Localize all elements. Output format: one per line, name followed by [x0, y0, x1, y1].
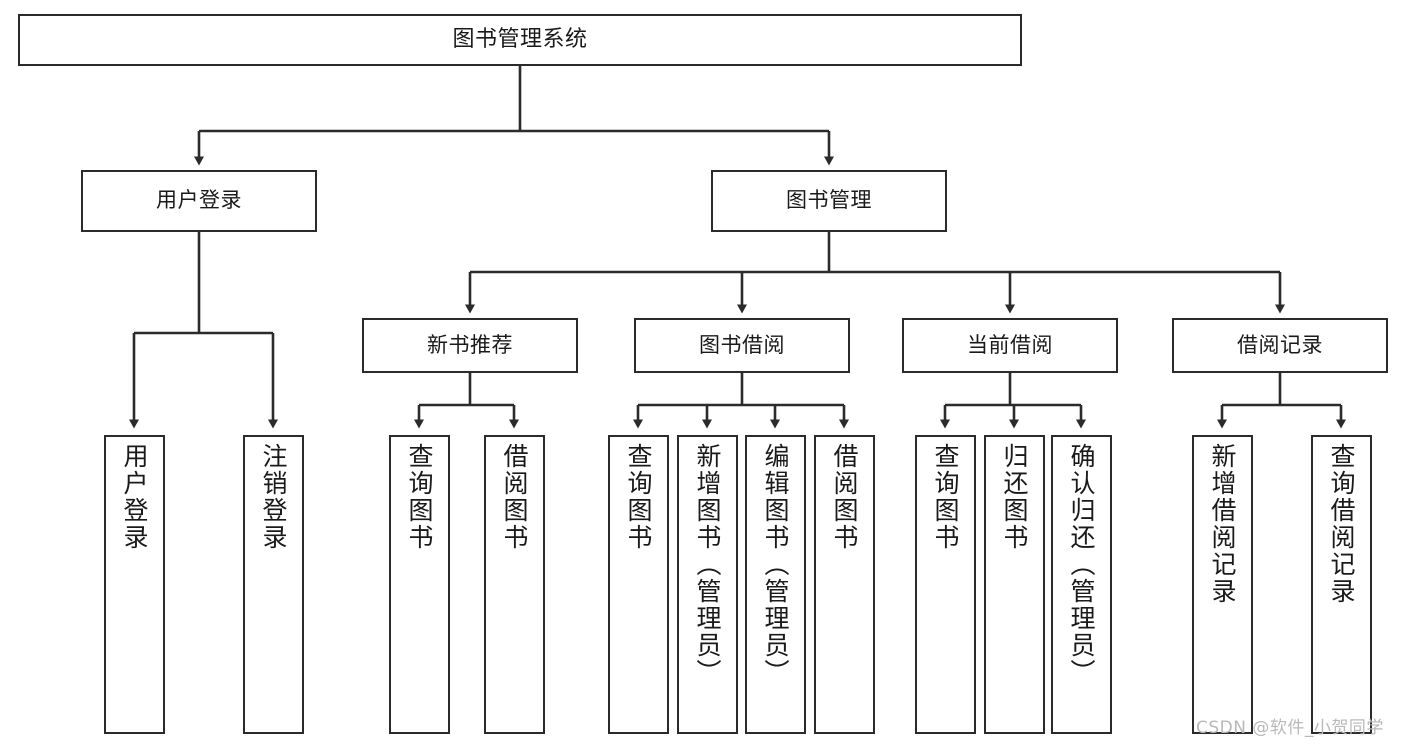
- leaf-node-查询图书-4[interactable]: 查询图书: [608, 435, 669, 734]
- node-label: 查询借阅记录: [1327, 443, 1356, 605]
- module-node-图书管理-1[interactable]: 图书管理: [711, 170, 947, 232]
- node-label: 借阅记录: [1237, 332, 1323, 357]
- watermark-text: CSDN @软件_小贺同学: [1196, 718, 1384, 738]
- leaf-node-归还图书-9[interactable]: 归还图书: [984, 435, 1045, 734]
- leaf-node-查询借阅记录-12[interactable]: 查询借阅记录: [1311, 435, 1372, 734]
- leaf-node-新增借阅记录-11[interactable]: 新增借阅记录: [1192, 435, 1253, 734]
- leaf-node-编辑图书管理员-6[interactable]: 编辑图书（管理员）: [745, 435, 806, 734]
- node-label: 查询图书: [624, 443, 653, 551]
- node-label: 图书管理: [786, 188, 872, 213]
- node-label: 归还图书: [1000, 443, 1029, 551]
- node-label: 用户登录: [156, 188, 242, 213]
- submodule-node-图书借阅-1[interactable]: 图书借阅: [634, 318, 850, 373]
- module-node-用户登录-0[interactable]: 用户登录: [81, 170, 317, 232]
- node-label: 新增借阅记录: [1208, 443, 1237, 605]
- node-label: 图书借阅: [699, 332, 785, 357]
- root-node-图书管理系统[interactable]: 图书管理系统: [18, 14, 1022, 66]
- submodule-node-当前借阅-2[interactable]: 当前借阅: [902, 318, 1118, 373]
- node-label: 用户登录: [120, 443, 149, 551]
- node-label: 查询图书: [405, 443, 434, 551]
- node-label: 确认归还（管理员）: [1067, 443, 1096, 686]
- leaf-node-注销登录-1[interactable]: 注销登录: [243, 435, 304, 734]
- node-label: 当前借阅: [967, 332, 1053, 357]
- submodule-node-新书推荐-0[interactable]: 新书推荐: [362, 318, 578, 373]
- node-label: 借阅图书: [830, 443, 859, 551]
- leaf-node-借阅图书-7[interactable]: 借阅图书: [814, 435, 875, 734]
- leaf-node-查询图书-8[interactable]: 查询图书: [915, 435, 976, 734]
- leaf-node-查询图书-2[interactable]: 查询图书: [389, 435, 450, 734]
- leaf-node-借阅图书-3[interactable]: 借阅图书: [484, 435, 545, 734]
- node-label: 新书推荐: [427, 332, 513, 357]
- node-label: 编辑图书（管理员）: [761, 443, 790, 686]
- node-label: 查询图书: [931, 443, 960, 551]
- submodule-node-借阅记录-3[interactable]: 借阅记录: [1172, 318, 1388, 373]
- leaf-node-用户登录-0[interactable]: 用户登录: [104, 435, 165, 734]
- node-label: 注销登录: [259, 443, 288, 551]
- leaf-node-新增图书管理员-5[interactable]: 新增图书（管理员）: [677, 435, 738, 734]
- leaf-node-确认归还管理员-10[interactable]: 确认归还（管理员）: [1051, 435, 1112, 734]
- node-label: 新增图书（管理员）: [693, 443, 722, 686]
- node-label: 借阅图书: [500, 443, 529, 551]
- node-label: 图书管理系统: [452, 26, 588, 52]
